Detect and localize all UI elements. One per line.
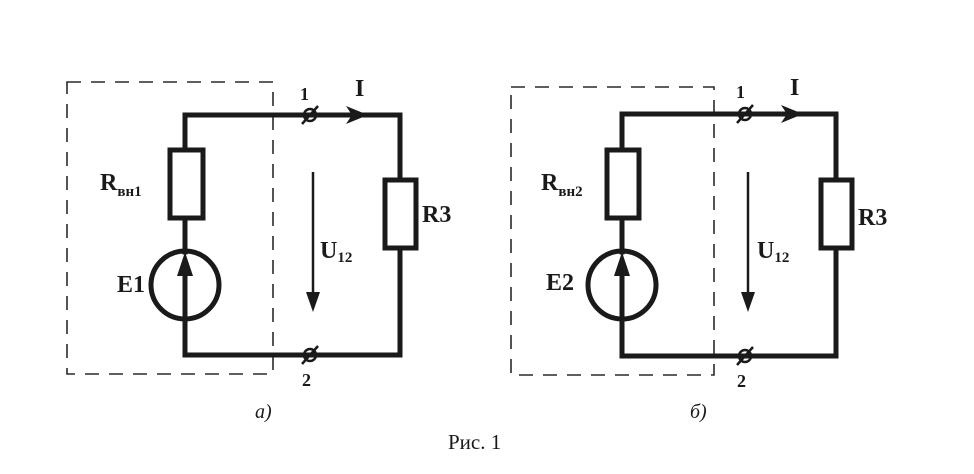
- emf-arrow-icon: [614, 252, 630, 276]
- terminal-1: [736, 104, 754, 124]
- internal-resistor: [167, 147, 206, 221]
- terminal-2: [736, 346, 754, 366]
- circuit-b: Rвн2 E2 R3 I 1 2 U12 б): [510, 75, 887, 423]
- terminal-2-label: 2: [302, 370, 311, 390]
- internal-resistor-label: Rвн1: [100, 170, 142, 200]
- wire-loop: [182, 112, 403, 183]
- load-resistor: [818, 177, 855, 251]
- emf-source-label: E2: [546, 270, 574, 296]
- subfigure-label-b: б): [690, 401, 707, 423]
- source-boundary-dashed-box: [66, 81, 274, 375]
- voltage-label: U12: [320, 238, 352, 266]
- current-arrow-icon: [346, 106, 368, 124]
- wire-loop: [619, 111, 839, 183]
- terminal-1-label: 1: [300, 84, 309, 104]
- terminal-1-label: 1: [736, 82, 745, 102]
- terminal-2: [301, 345, 319, 365]
- voltage-arrow-icon: [306, 292, 320, 312]
- load-resistor-label: R3: [422, 202, 451, 228]
- figure-caption: Рис. 1: [448, 430, 501, 454]
- load-resistor-label: R3: [858, 205, 887, 231]
- voltage-label: U12: [757, 238, 789, 266]
- circuit-a: Rвн1 E1 R3 I 1 2 U12 а): [66, 76, 451, 423]
- terminal-2-label: 2: [737, 371, 746, 391]
- source-boundary-dashed-box: [510, 86, 715, 376]
- internal-resistor-label: Rвн2: [541, 170, 583, 200]
- wire-load-bottom: [619, 245, 839, 359]
- current-label: I: [355, 76, 364, 102]
- voltage-arrow-icon: [741, 292, 755, 312]
- load-resistor: [382, 177, 419, 251]
- internal-resistor: [604, 147, 642, 221]
- current-label: I: [790, 75, 799, 101]
- terminal-1: [301, 105, 319, 125]
- current-arrow-icon: [781, 105, 803, 123]
- subfigure-label-a: а): [255, 401, 272, 423]
- emf-arrow-icon: [177, 252, 193, 276]
- emf-source-label: E1: [117, 272, 145, 298]
- wire-load-bottom: [182, 245, 403, 358]
